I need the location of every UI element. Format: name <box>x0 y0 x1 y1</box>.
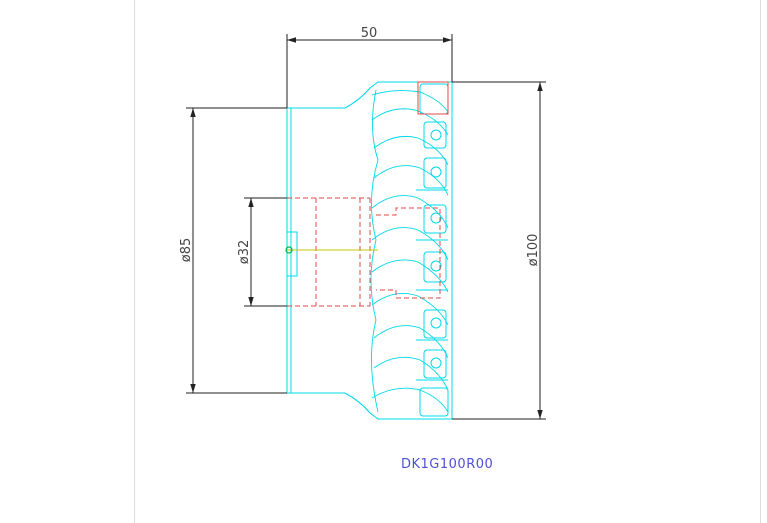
hidden-bore <box>287 197 441 307</box>
part-number-label: DK1G100R00 <box>401 457 494 472</box>
sheet-border <box>134 0 761 523</box>
dimension-lines <box>186 34 546 420</box>
dim-shank-diameter: ø85 <box>179 238 194 263</box>
dim-cutter-diameter: ø100 <box>526 234 541 267</box>
center-mark <box>285 246 293 254</box>
dim-bore-diameter: ø32 <box>237 240 252 265</box>
flutes <box>370 89 449 413</box>
dim-length: 50 <box>361 26 378 41</box>
highlight-insert <box>417 81 449 115</box>
inserts <box>416 83 449 417</box>
